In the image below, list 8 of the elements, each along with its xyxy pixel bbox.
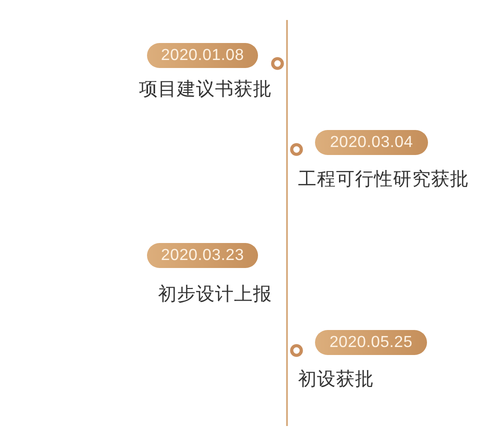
date-badge: 2020.03.23 [147,243,258,268]
date-badge: 2020.05.25 [315,330,427,355]
date-badge: 2020.03.04 [315,130,428,155]
event-label: 工程可行性研究获批 [298,169,469,191]
event-label: 初步设计上报 [158,284,272,306]
event-label: 项目建议书获批 [139,79,272,101]
event-label: 初设获批 [298,369,374,391]
date-badge: 2020.01.08 [147,43,258,68]
